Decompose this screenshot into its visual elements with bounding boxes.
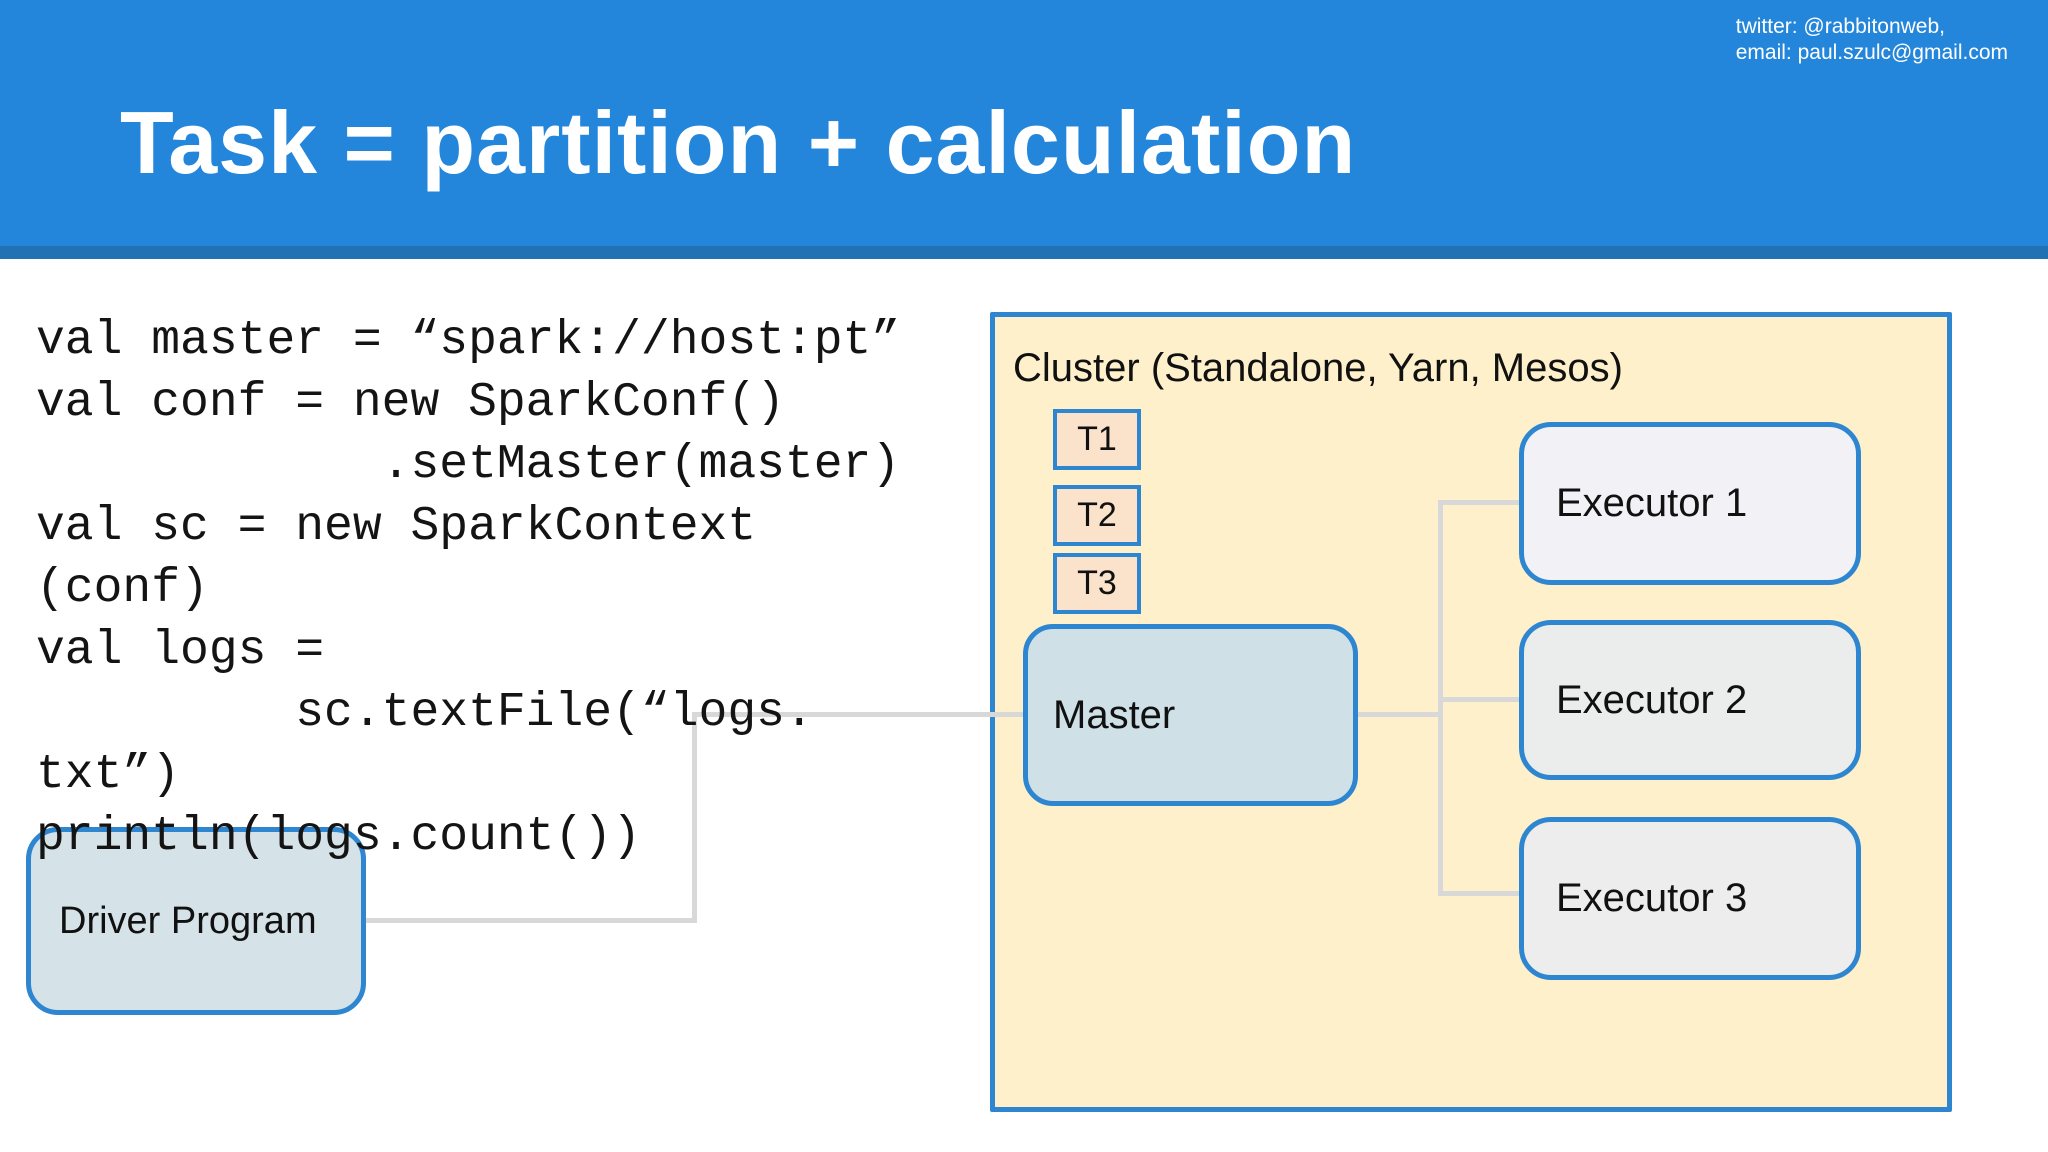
code-line: sc.textFile(“logs. — [36, 686, 814, 740]
code-line: .setMaster(master) — [36, 438, 901, 492]
code-line: (conf) — [36, 562, 209, 616]
task-label: T1 — [1077, 420, 1117, 458]
connector-driver-to-master — [697, 712, 1023, 717]
connector-stub-executor-3 — [1438, 891, 1519, 896]
code-block: val master = “spark://host:pt” val conf =… — [36, 310, 900, 868]
page-title: Task = partition + calculation — [120, 93, 1357, 192]
task-label: T2 — [1077, 496, 1117, 534]
task-box-t2: T2 — [1053, 485, 1141, 546]
task-label: T3 — [1077, 564, 1117, 602]
driver-program-box: Driver Program — [26, 827, 366, 1015]
connector-driver-vertical — [692, 712, 697, 923]
connector-master-to-trunk — [1358, 712, 1443, 717]
executor-3-box: Executor 3 — [1519, 817, 1861, 980]
executor-label: Executor 1 — [1556, 481, 1748, 525]
cluster-panel-label: Cluster (Standalone, Yarn, Mesos) — [1013, 346, 1623, 390]
connector-stub-executor-1 — [1438, 500, 1519, 505]
task-box-t1: T1 — [1053, 409, 1141, 470]
driver-program-label: Driver Program — [59, 899, 317, 942]
code-line: val conf = new SparkConf() — [36, 376, 785, 430]
header-bar: twitter: @rabbitonweb, email: paul.szulc… — [0, 0, 2048, 246]
executor-label: Executor 3 — [1556, 876, 1748, 920]
code-line: txt”) — [36, 748, 181, 802]
code-line: val sc = new SparkContext — [36, 500, 757, 554]
code-line: val master = “spark://host:pt” — [36, 314, 901, 368]
code-line: println(logs.count()) — [36, 810, 641, 864]
task-box-t3: T3 — [1053, 553, 1141, 614]
master-label: Master — [1053, 692, 1176, 737]
executor-1-box: Executor 1 — [1519, 422, 1861, 585]
executor-label: Executor 2 — [1556, 677, 1748, 722]
header-accent-strip — [0, 246, 2048, 259]
contact-info: twitter: @rabbitonweb, email: paul.szulc… — [1736, 14, 2008, 66]
contact-email: email: paul.szulc@gmail.com — [1735, 41, 2008, 64]
connector-driver-horizontal — [366, 918, 696, 923]
executor-2-box: Executor 2 — [1519, 620, 1861, 780]
code-line: val logs = — [36, 624, 325, 678]
connector-stub-executor-2 — [1438, 697, 1519, 702]
contact-twitter: twitter: @rabbitonweb, — [1735, 15, 1945, 38]
master-box: Master — [1023, 624, 1358, 806]
